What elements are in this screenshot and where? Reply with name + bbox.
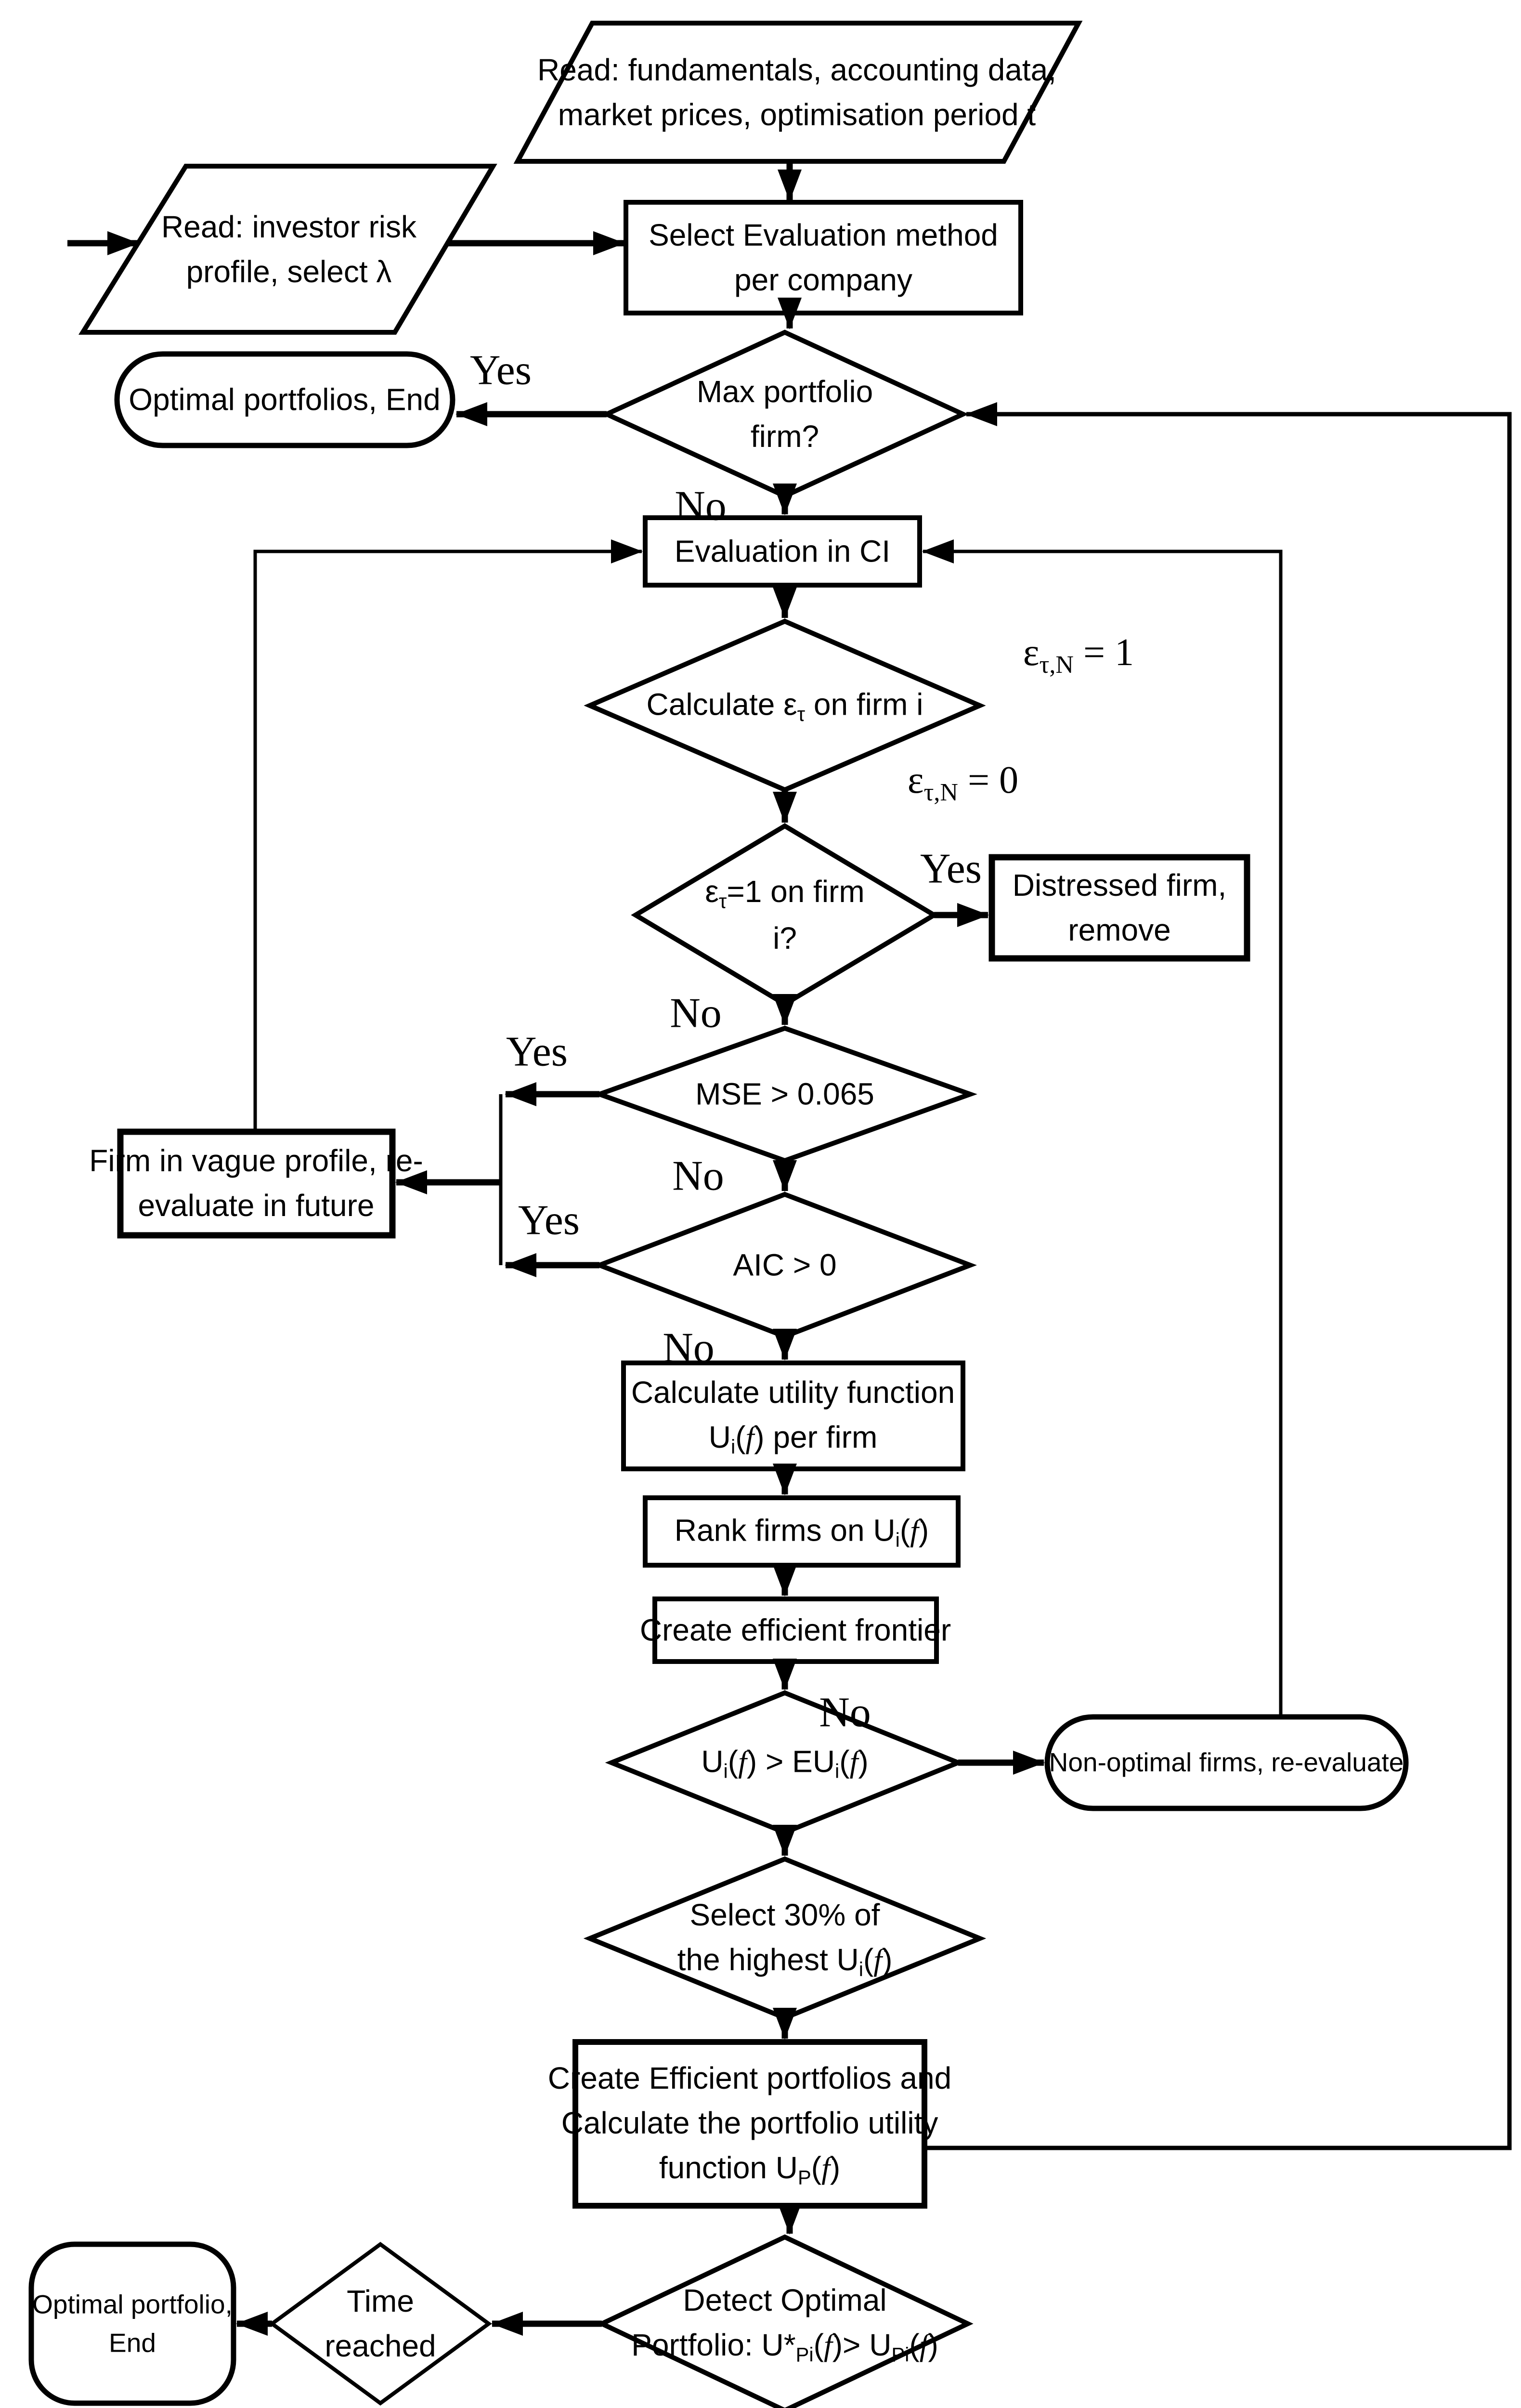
edge-label-aic-yes: Yes (518, 1197, 580, 1244)
edge-label-mse-no: No (672, 1152, 724, 1200)
node-label-mse: MSE > 0.065 (695, 1076, 874, 1112)
shape-read-investor-parallelogram (78, 164, 497, 335)
shape-time-reached-diamond (269, 2242, 492, 2406)
edge-label-eps-cond-1: ετ,N = 1 (1023, 631, 1134, 679)
shape-detect-optimal-diamond (596, 2234, 974, 2408)
edge-label-max-yes: Yes (469, 347, 532, 394)
node-label-ui-gt-eui: Ui(f) > EUi(f) (701, 1744, 869, 1783)
node-label-evaluation-ci: Evaluation in CI (674, 534, 891, 569)
edge-label-eps1-no: No (670, 990, 722, 1037)
edge-label-mse-yes: Yes (506, 1028, 568, 1075)
shape-select-method-rect (624, 200, 1023, 315)
node-label-optimal-portfolio-end: Optimal portfolio,End (32, 2289, 233, 2357)
shape-optimal-portfolio-end-stadium (28, 2241, 236, 2406)
edge-label-max-no: No (675, 483, 727, 530)
node-label-optimal-portfolios-end: Optimal portfolios, End (129, 382, 441, 417)
shape-non-optimal-stadium (1044, 1714, 1409, 1811)
node-label-read-fundamentals: Read: fundamentals, accounting data,mark… (537, 52, 1057, 132)
node-label-vague-profile: Firm in vague profile, re-evaluate in fu… (89, 1143, 423, 1223)
feedback-vague-profile-to-evaluation-ci (253, 539, 643, 1132)
edge-label-aic-no: No (663, 1324, 715, 1372)
shape-create-portfolios-rect (572, 2039, 927, 2209)
edge-label-eps1-yes: Yes (920, 845, 982, 892)
shape-optimal-portfolios-end-stadium (114, 351, 455, 448)
edge-label-ui-no: No (819, 1689, 871, 1736)
edge-label-eps-cond-0: ετ,N = 0 (907, 759, 1019, 806)
feedback-create-portfolios-to-max-portfolio (924, 402, 1512, 2150)
node-label-rank-firms: Rank firms on Ui(f) (674, 1513, 929, 1552)
node-label-calculate-eps: Calculate ετ on firm i (646, 687, 923, 726)
shape-distressed-firm-rect (988, 854, 1250, 962)
shape-read-fundamentals-parallelogram (513, 21, 1083, 164)
shape-rank-firms-rect (643, 1495, 961, 1568)
node-label-non-optimal: Non-optimal firms, re-evaluate (1049, 1747, 1404, 1778)
node-label-aic: AIC > 0 (733, 1247, 837, 1283)
node-label-distressed-firm: Distressed firm,remove (1012, 868, 1227, 947)
feedback-non-optimal-to-evaluation-ci (922, 539, 1283, 1717)
node-label-efficient-frontier: Create efficient frontier (639, 1612, 951, 1648)
